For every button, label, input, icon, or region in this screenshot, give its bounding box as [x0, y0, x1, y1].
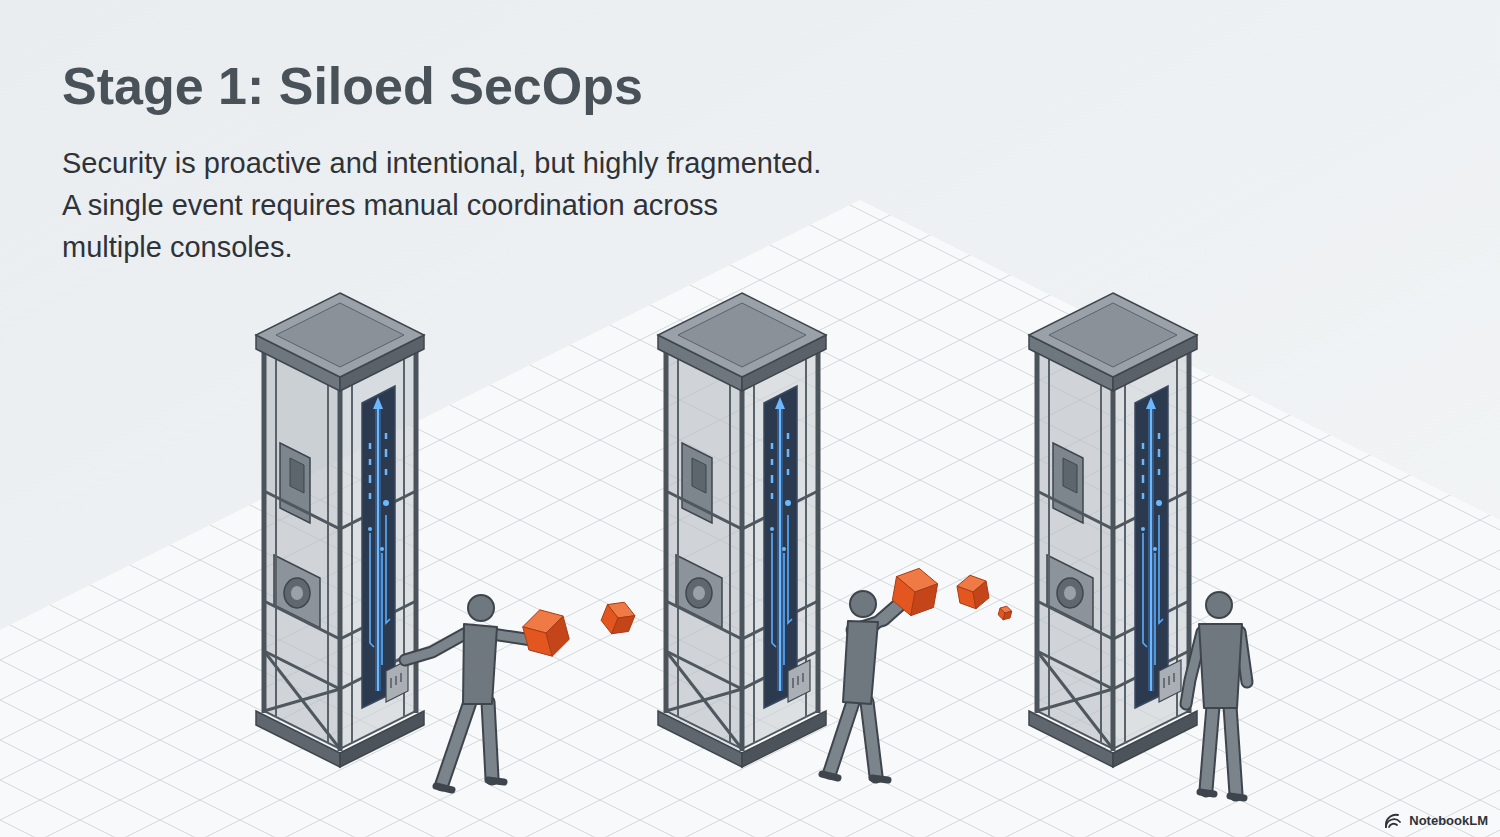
server-tower [1029, 293, 1197, 767]
server-tower [256, 293, 424, 767]
event-block [598, 597, 638, 640]
body-text: Security is proactive and intentional, b… [62, 142, 822, 268]
event-block [955, 573, 990, 612]
watermark-icon [1386, 815, 1400, 827]
event-block [520, 604, 573, 661]
server-towers [256, 293, 1197, 767]
event-block [890, 565, 939, 620]
watermark-slot: NotebookLM [1409, 812, 1488, 830]
body-text-slot: Security is proactive and intentional, b… [62, 142, 822, 268]
operator-figure [822, 591, 906, 780]
event-blocks [520, 565, 1013, 662]
slide-title: Stage 1: Siloed SecOps [62, 54, 643, 118]
event-block [997, 605, 1012, 622]
server-tower [658, 293, 826, 767]
watermark: NotebookLM [1409, 812, 1488, 830]
operator-figure [1186, 592, 1247, 798]
slide-title-slot: Stage 1: Siloed SecOps [62, 54, 643, 118]
operator-figure [405, 595, 532, 790]
